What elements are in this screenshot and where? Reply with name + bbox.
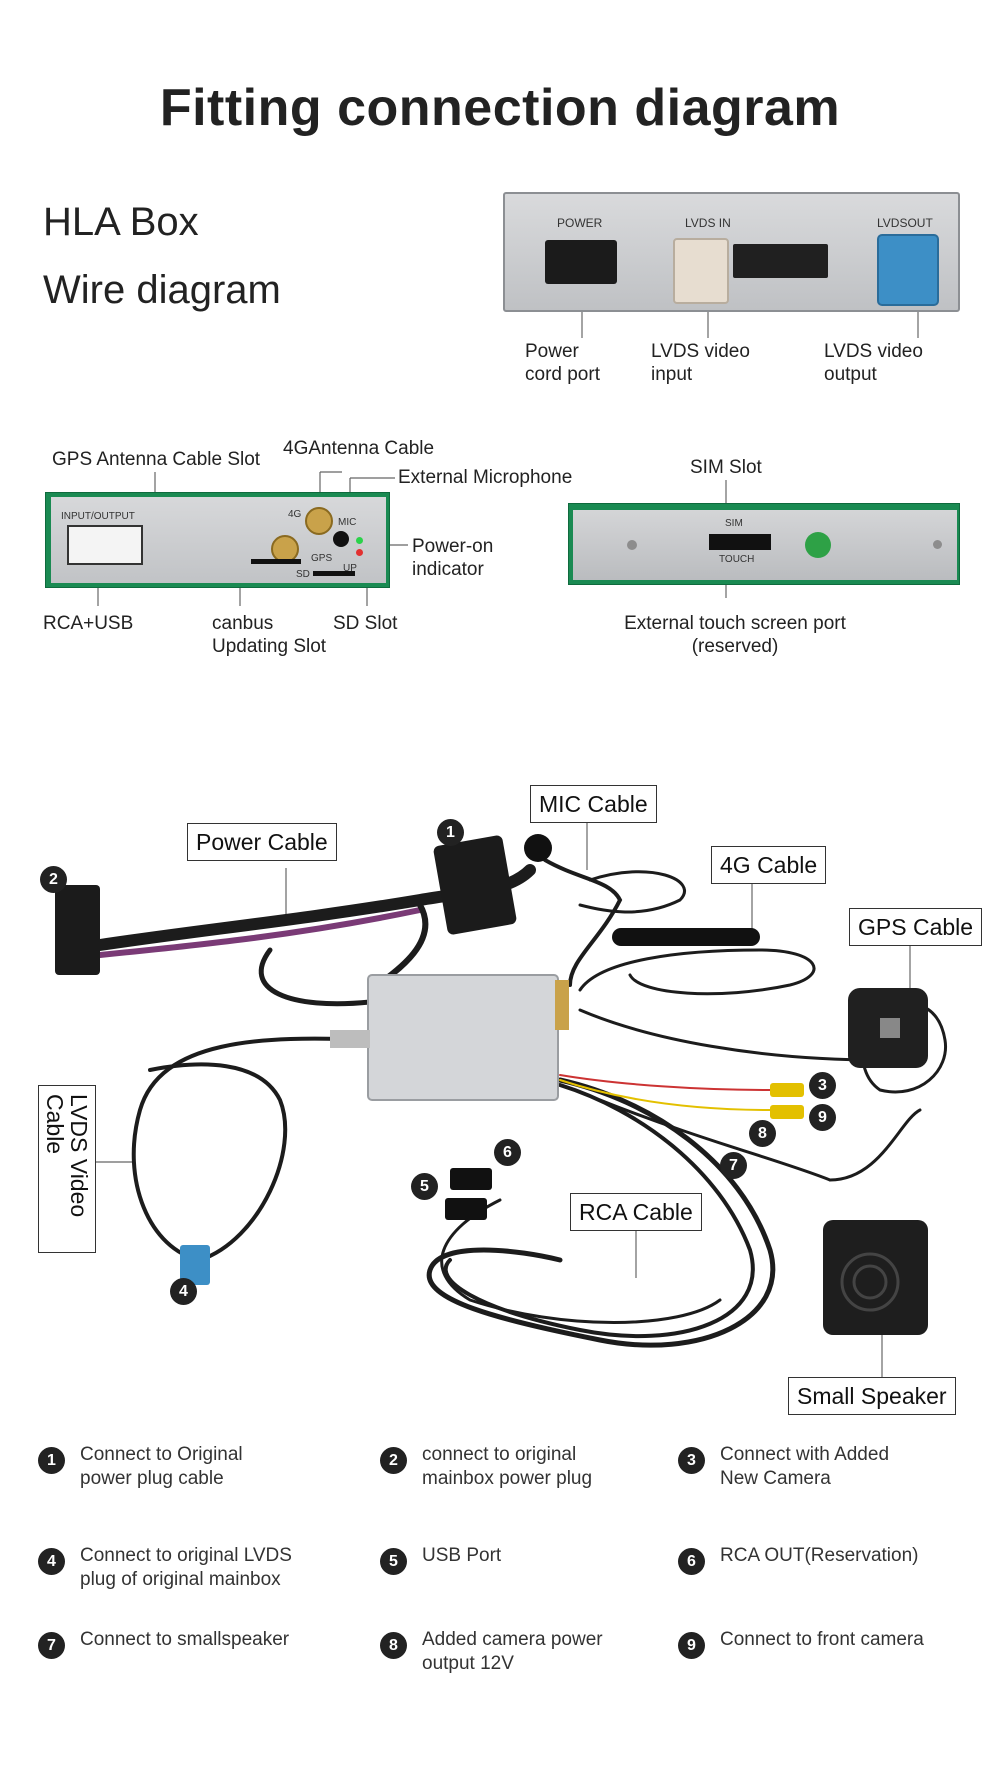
canbus-slot (251, 559, 301, 564)
marker-5: 5 (411, 1173, 438, 1200)
marker-2: 2 (40, 866, 67, 893)
legend-num-6: 6 (678, 1548, 705, 1575)
sd-slot (313, 571, 355, 576)
label-small-speaker: Small Speaker (788, 1377, 956, 1415)
legend-text-5: USB Port (422, 1545, 502, 1566)
label-rca-cable: RCA Cable (570, 1193, 702, 1231)
legend-num-1: 1 (38, 1447, 65, 1474)
label-4g-cable: 4G Cable (711, 846, 827, 884)
lvds-in-port (673, 238, 729, 304)
lvds-out-silk: LVDSOUT (877, 216, 933, 230)
io-silk: INPUT/OUTPUT (61, 511, 135, 522)
callout-gps-antenna-slot: GPS Antenna Cable Slot (52, 449, 261, 470)
dip-switch (733, 244, 828, 278)
label-gps-cable: GPS Cable (849, 908, 983, 946)
screw-left (627, 540, 637, 550)
legend-num-8: 8 (380, 1632, 407, 1659)
callout-sd-slot: SD Slot (333, 613, 398, 634)
sim-slot (709, 534, 771, 550)
callout-power-on-indicator: Power-on indicator (412, 536, 494, 580)
io-connector (67, 525, 143, 565)
legend-text-2: connect to original mainbox power plug (422, 1444, 593, 1489)
legend-num-9: 9 (678, 1632, 705, 1659)
hla-box-io-photo: INPUT/OUTPUT 4G MIC GPS UP SD (45, 492, 390, 588)
sd-silk: SD (296, 569, 310, 580)
led-green (356, 537, 363, 544)
legend-num-5: 5 (380, 1548, 407, 1575)
subtitle-wire-diagram: Wire diagram (43, 268, 281, 312)
callout-lvds-video-output: LVDS video output (824, 341, 923, 385)
label-power-cable: Power Cable (187, 823, 337, 861)
callout-canbus-updating-slot: canbus Updating Slot (212, 613, 327, 657)
legend-num-3: 3 (678, 1447, 705, 1474)
callout-external-touch-screen-port: External touch screen port (reserved) (624, 613, 846, 657)
marker-6: 6 (494, 1139, 521, 1166)
marker-3: 3 (809, 1072, 836, 1099)
4g-sma-connector (305, 507, 333, 535)
lvds-in-silk: LVDS IN (685, 216, 731, 230)
legend-text-3: Connect with Added New Camera (720, 1444, 890, 1489)
sim-silk: SIM (725, 518, 743, 529)
up-silk: UP (343, 563, 357, 574)
screw-right (933, 540, 942, 549)
legend-text-6: RCA OUT(Reservation) (720, 1545, 919, 1566)
legend-text-1: Connect to Original power plug cable (80, 1444, 243, 1489)
touch-silk: TOUCH (719, 554, 755, 565)
hla-box-front-photo: POWER LVDS IN LVDSOUT (503, 192, 960, 312)
marker-1: 1 (437, 819, 464, 846)
gps-sma-connector (271, 535, 299, 563)
legend-text-9: Connect to front camera (720, 1629, 924, 1650)
label-mic-cable: MIC Cable (530, 785, 657, 823)
label-lvds-video-cable: LVDS Video Cable (38, 1085, 96, 1253)
legend-num-2: 2 (380, 1447, 407, 1474)
marker-7: 7 (720, 1152, 747, 1179)
lvds-out-port (877, 234, 939, 306)
gps-silk: GPS (311, 553, 333, 564)
mic-jack (333, 531, 349, 547)
page-title: Fitting connection diagram (159, 79, 841, 137)
callout-power-cord-port: Power cord port (525, 341, 600, 385)
legend-num-7: 7 (38, 1632, 65, 1659)
green-button (805, 532, 831, 558)
callout-external-microphone: External Microphone (398, 467, 573, 488)
hla-box-sim-side-photo: SIM TOUCH (568, 503, 960, 585)
legend-text-4: Connect to original LVDS plug of origina… (80, 1545, 292, 1590)
subtitle-hla-box: HLA Box (43, 200, 199, 244)
power-port (545, 240, 617, 284)
marker-9: 9 (809, 1104, 836, 1131)
mic-silk: MIC (338, 517, 357, 528)
marker-4: 4 (170, 1278, 197, 1305)
led-red (356, 549, 363, 556)
callout-lvds-video-input: LVDS video input (651, 341, 750, 385)
4g-silk: 4G (288, 509, 302, 520)
callout-rca-usb: RCA+USB (43, 613, 134, 634)
legend-text-8: Added camera power output 12V (422, 1629, 603, 1674)
callout-4g-antenna-cable: 4GAntenna Cable (283, 438, 435, 459)
marker-8: 8 (749, 1120, 776, 1147)
legend-text-7: Connect to smallspeaker (80, 1629, 290, 1650)
power-port-silk: POWER (557, 216, 603, 230)
legend-num-4: 4 (38, 1548, 65, 1575)
callout-sim-slot: SIM Slot (690, 457, 762, 478)
